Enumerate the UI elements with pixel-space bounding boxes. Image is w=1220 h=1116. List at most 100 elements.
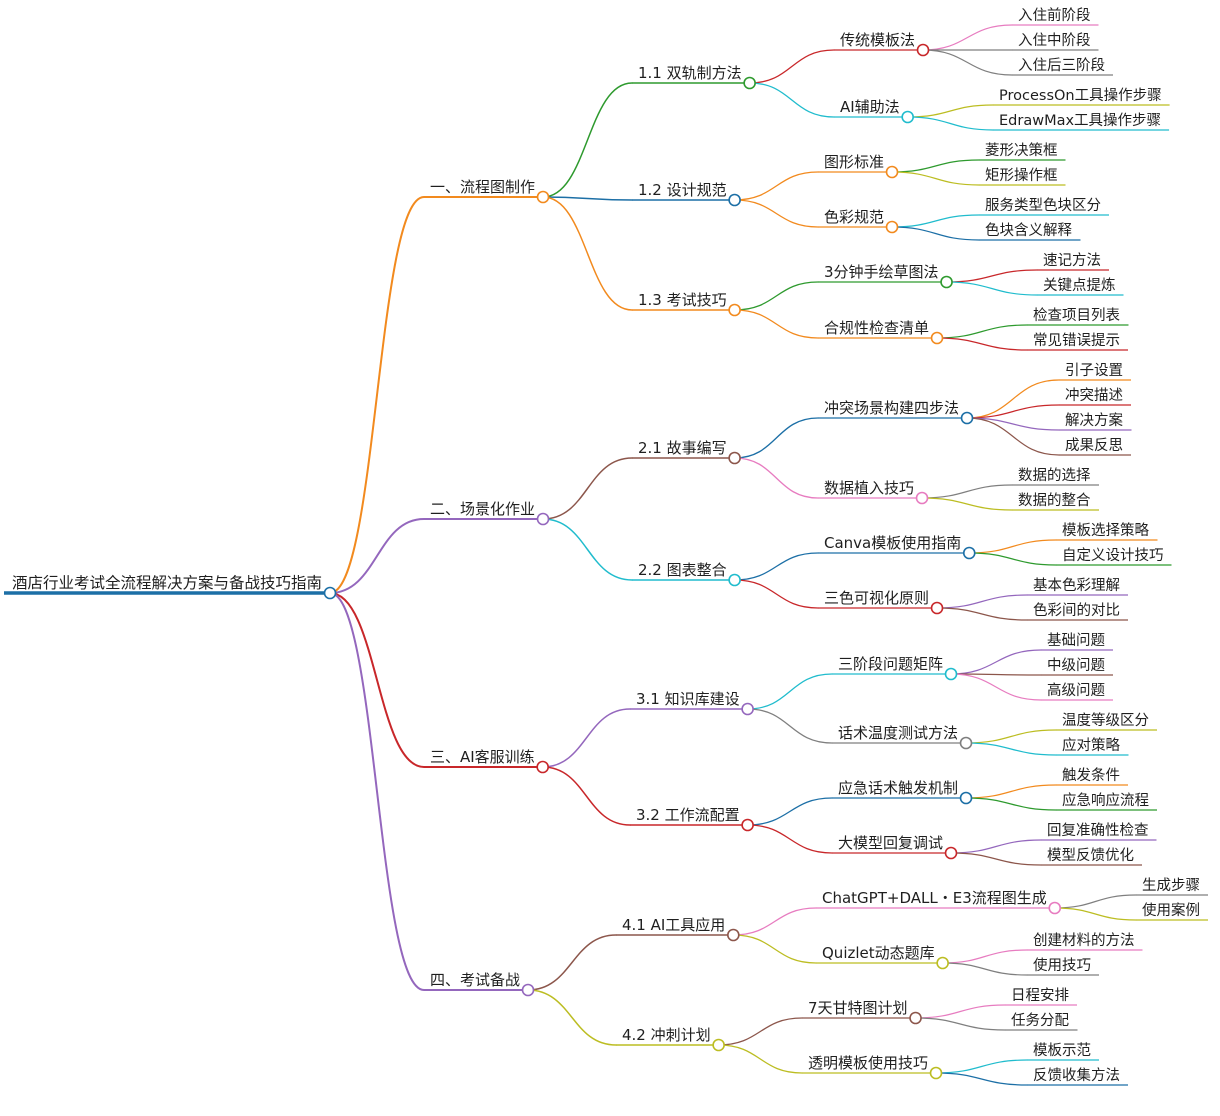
leaf-2-2-1-2[interactable]: 自定义设计技巧 xyxy=(1062,547,1164,564)
subtopic-3-1-1-node[interactable]: 三阶段问题矩阵 xyxy=(838,655,943,673)
topic-2-1-label: 2.1 故事编写 xyxy=(638,439,727,457)
leaf-3-2-1-1[interactable]: 触发条件 xyxy=(1062,767,1120,784)
leaf-3-2-1-2[interactable]: 应急响应流程 xyxy=(1062,791,1149,809)
leaf-1-3-1-1[interactable]: 速记方法 xyxy=(1043,252,1101,269)
subtopic-2-1-2-node[interactable]: 数据植入技巧 xyxy=(824,479,914,497)
branch-1-node[interactable]: 一、流程图制作 xyxy=(430,178,535,196)
leaf-4-1-1-1[interactable]: 生成步骤 xyxy=(1142,877,1200,894)
leaf-1-3-1-2[interactable]: 关键点提炼 xyxy=(1043,277,1116,294)
subtopic-4-1-1-node[interactable]: ChatGPT+DALL・E3流程图生成 xyxy=(822,889,1047,907)
leaf-4-1-2-2[interactable]: 使用技巧 xyxy=(1033,957,1091,974)
leaf-2-1-1-1[interactable]: 引子设置 xyxy=(1065,362,1123,379)
branch-3-node[interactable]: 三、AI客服训练 xyxy=(430,748,535,766)
leaf-2-2-1-1-connector xyxy=(968,539,1057,554)
leaf-4-1-1-1-connector xyxy=(1054,894,1137,909)
leaf-1-1-2-1[interactable]: ProcessOn工具操作步骤 xyxy=(999,87,1162,104)
subtopic-1-3-2-node[interactable]: 合规性检查清单 xyxy=(824,319,929,337)
branch-2-node[interactable]: 二、场景化作业 xyxy=(430,500,535,518)
leaf-1-3-2-1[interactable]: 检查项目列表 xyxy=(1033,307,1120,324)
subtopic-3-2-1-node[interactable]: 应急话术触发机制 xyxy=(838,779,958,797)
subtopic-3-1-2-circle xyxy=(959,736,973,750)
leaf-3-2-2-2[interactable]: 模型反馈优化 xyxy=(1047,847,1134,864)
leaf-1-2-1-1[interactable]: 菱形决策框 xyxy=(985,142,1058,159)
topic-3-2-node[interactable]: 3.2 工作流配置 xyxy=(636,806,740,824)
subtopic-1-3-1-node[interactable]: 3分钟手绘草图法 xyxy=(824,263,939,281)
leaf-3-1-1-3[interactable]: 高级问题 xyxy=(1047,682,1105,699)
topic-4-2-node[interactable]: 4.2 冲刺计划 xyxy=(622,1026,711,1044)
leaf-2-1-1-3[interactable]: 解决方案 xyxy=(1065,411,1123,429)
branch-4-node[interactable]: 四、考试备战 xyxy=(430,971,520,989)
leaf-3-1-1-2[interactable]: 中级问题 xyxy=(1047,657,1105,674)
leaf-2-2-2-2[interactable]: 色彩间的对比 xyxy=(1033,602,1120,619)
subtopic-4-2-1-connector xyxy=(717,1017,803,1046)
topic-4-1-label: 4.1 AI工具应用 xyxy=(622,916,725,934)
leaf-1-1-1-1[interactable]: 入住前阶段 xyxy=(1018,7,1091,24)
leaf-3-2-2-1[interactable]: 回复准确性检查 xyxy=(1047,821,1149,839)
leaf-4-1-2-1[interactable]: 创建材料的方法 xyxy=(1033,932,1135,949)
leaf-2-2-2-2-connector xyxy=(936,607,1028,621)
leaf-2-1-1-2[interactable]: 冲突描述 xyxy=(1065,387,1123,404)
subtopic-1-2-1-node[interactable]: 图形标准 xyxy=(824,153,884,171)
leaf-2-1-2-2[interactable]: 数据的整合 xyxy=(1018,492,1091,509)
subtopic-1-2-2-node[interactable]: 色彩规范 xyxy=(824,208,884,226)
topic-1-3-node[interactable]: 1.3 考试技巧 xyxy=(638,291,727,309)
leaf-2-2-2-1[interactable]: 基本色彩理解 xyxy=(1033,577,1120,594)
subtopic-3-1-2-label: 话术温度测试方法 xyxy=(838,724,958,742)
subtopic-2-2-2-node[interactable]: 三色可视化原则 xyxy=(824,589,929,607)
subtopic-1-1-2-label: AI辅助法 xyxy=(840,98,900,116)
leaf-4-1-1-2[interactable]: 使用案例 xyxy=(1142,901,1200,919)
leaf-2-1-1-4[interactable]: 成果反思 xyxy=(1065,437,1123,454)
subtopic-1-1-1-node[interactable]: 传统模板法 xyxy=(840,31,915,49)
subtopic-4-2-2-circle xyxy=(929,1066,943,1080)
leaf-3-1-2-2[interactable]: 应对策略 xyxy=(1062,736,1120,754)
subtopic-2-1-1-node[interactable]: 冲突场景构建四步法 xyxy=(824,399,959,417)
subtopic-4-2-1-label: 7天甘特图计划 xyxy=(808,999,908,1017)
branch-1-circle xyxy=(536,190,550,204)
branch-4-label: 四、考试备战 xyxy=(430,971,520,989)
leaf-1-1-1-2[interactable]: 入住中阶段 xyxy=(1018,32,1091,49)
subtopic-3-2-1-label: 应急话术触发机制 xyxy=(838,779,958,797)
topic-1-1-node[interactable]: 1.1 双轨制方法 xyxy=(638,64,742,82)
subtopic-4-1-2-node[interactable]: Quizlet动态题库 xyxy=(822,944,935,962)
leaf-1-1-2-2[interactable]: EdrawMax工具操作步骤 xyxy=(999,112,1161,129)
subtopic-1-1-1-circle xyxy=(916,43,930,57)
leaf-1-2-2-2[interactable]: 色块含义解释 xyxy=(985,222,1072,239)
subtopic-1-1-2-node[interactable]: AI辅助法 xyxy=(840,98,900,116)
branch-4-circle xyxy=(521,983,535,997)
leaf-1-1-1-3[interactable]: 入住后三阶段 xyxy=(1018,57,1105,74)
subtopic-1-2-2-connector xyxy=(733,199,819,228)
leaf-4-2-1-2[interactable]: 任务分配 xyxy=(1011,1012,1069,1029)
subtopic-4-2-1-node[interactable]: 7天甘特图计划 xyxy=(808,999,908,1017)
subtopic-2-2-2-label: 三色可视化原则 xyxy=(824,589,929,607)
subtopic-3-2-2-node[interactable]: 大模型回复调试 xyxy=(838,834,943,852)
leaf-2-1-2-1[interactable]: 数据的选择 xyxy=(1018,467,1091,484)
leaf-2-2-1-1[interactable]: 模板选择策略 xyxy=(1062,521,1149,539)
leaf-3-1-1-2-connector xyxy=(950,673,1042,676)
topic-1-2-node[interactable]: 1.2 设计规范 xyxy=(638,181,727,199)
leaf-4-1-2-1-connector xyxy=(942,949,1028,964)
leaf-3-1-2-1[interactable]: 温度等级区分 xyxy=(1062,711,1149,729)
topic-1-1-label: 1.1 双轨制方法 xyxy=(638,64,742,82)
leaf-4-2-1-1[interactable]: 日程安排 xyxy=(1011,987,1069,1004)
subtopic-2-1-2-label: 数据植入技巧 xyxy=(824,479,914,497)
topic-3-1-node[interactable]: 3.1 知识库建设 xyxy=(636,690,740,708)
topic-4-1-circle xyxy=(727,928,740,942)
subtopic-2-2-1-node[interactable]: Canva模板使用指南 xyxy=(824,534,961,552)
subtopic-3-1-2-node[interactable]: 话术温度测试方法 xyxy=(838,724,958,742)
root-node-circle xyxy=(323,586,337,600)
leaf-4-2-2-1[interactable]: 模板示范 xyxy=(1033,1041,1091,1059)
topic-4-1-node[interactable]: 4.1 AI工具应用 xyxy=(622,916,725,934)
leaf-1-2-1-2[interactable]: 矩形操作框 xyxy=(985,167,1058,184)
topic-1-2-circle xyxy=(728,193,741,207)
leaf-4-2-2-2[interactable]: 反馈收集方法 xyxy=(1033,1067,1120,1084)
subtopic-1-2-1-connector xyxy=(733,171,819,201)
subtopic-1-3-2-circle xyxy=(930,331,944,345)
topic-2-2-node[interactable]: 2.2 图表整合 xyxy=(638,561,727,579)
subtopic-4-2-2-node[interactable]: 透明模板使用技巧 xyxy=(808,1054,928,1072)
leaf-3-1-1-1[interactable]: 基础问题 xyxy=(1047,632,1105,649)
leaf-1-3-2-2[interactable]: 常见错误提示 xyxy=(1033,332,1120,349)
topic-2-1-node[interactable]: 2.1 故事编写 xyxy=(638,439,727,457)
leaf-1-2-2-1[interactable]: 服务类型色块区分 xyxy=(985,197,1101,214)
root-node[interactable]: 酒店行业考试全流程解决方案与备战技巧指南 xyxy=(12,574,322,592)
leaf-1-2-2-1-connector xyxy=(891,214,980,228)
